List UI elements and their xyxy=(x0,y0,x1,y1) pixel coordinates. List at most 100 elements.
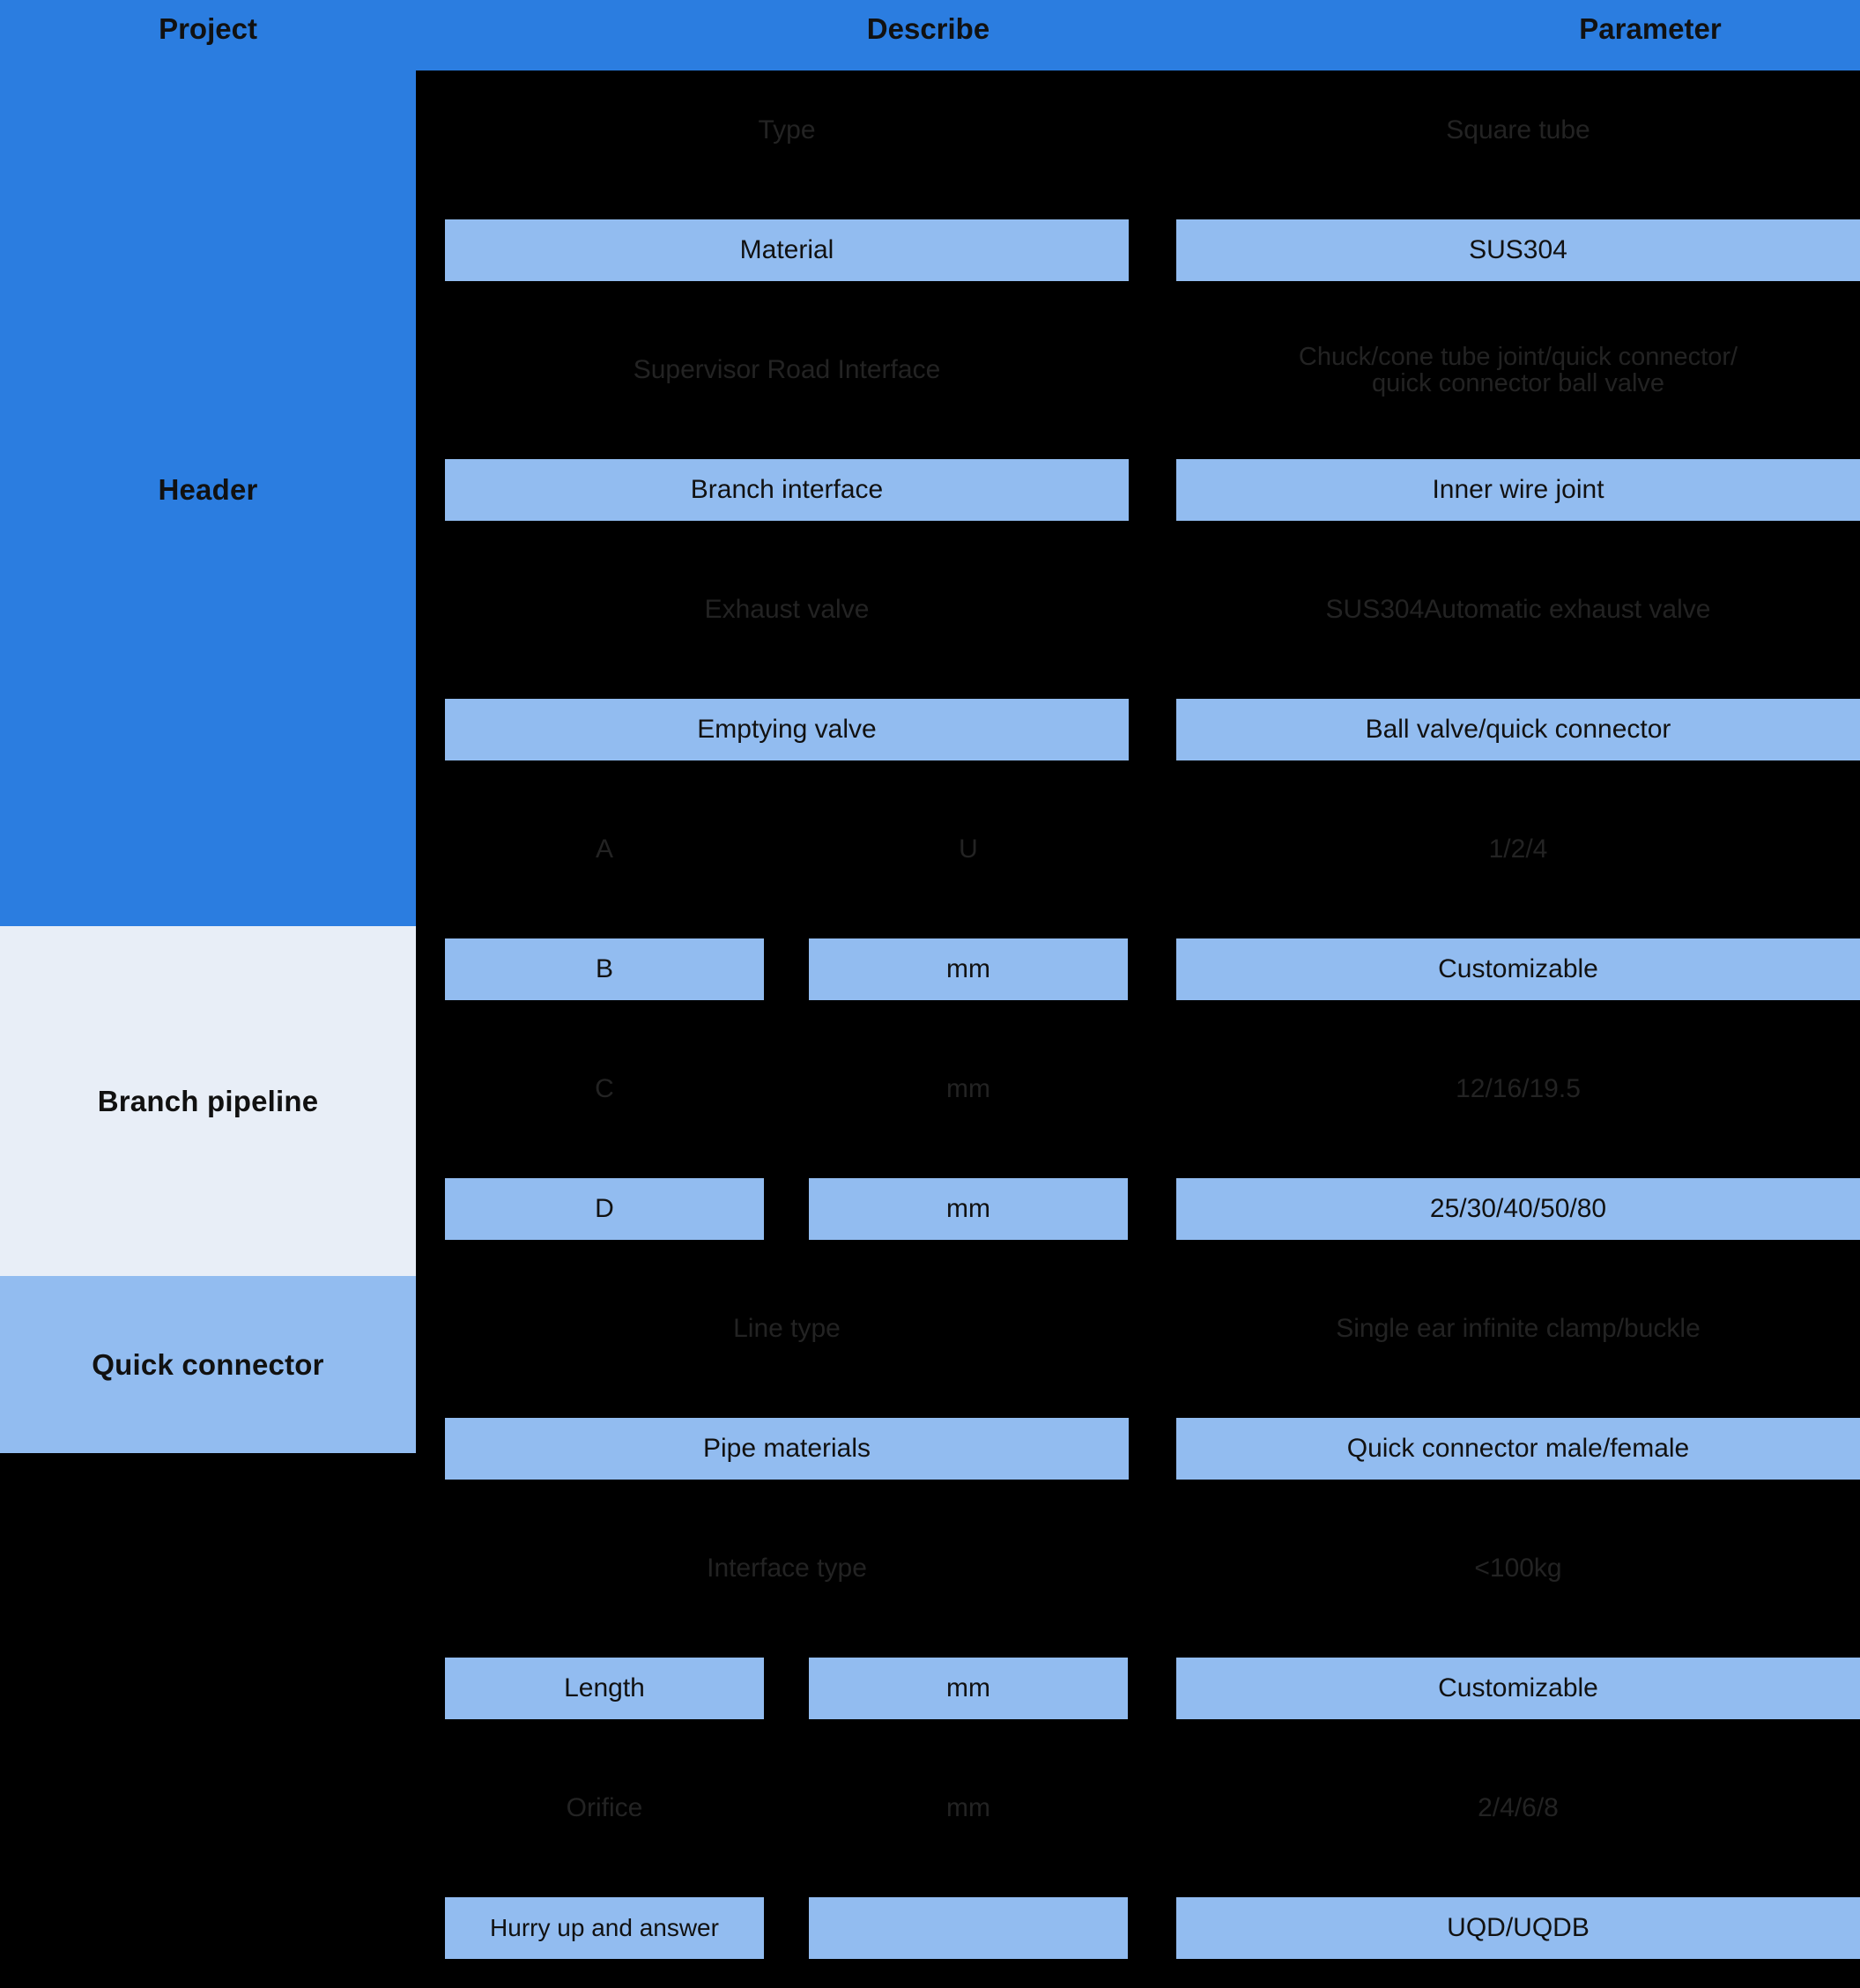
table-row[interactable]: Pipe materials Quick connector male/femal… xyxy=(416,1389,1860,1509)
table-row[interactable]: Interface type <100kg xyxy=(416,1509,1860,1628)
cell-describe: Pipe materials xyxy=(445,1418,1129,1480)
cell-text: Hurry up and answer xyxy=(490,1914,719,1942)
cell-text: Quick connector male/female xyxy=(1346,1434,1690,1464)
table-row[interactable]: Hurry up and answer UQD/UQDB xyxy=(416,1868,1860,1988)
cell-describe: C xyxy=(445,1058,764,1120)
project-column: Header Branch pipeline Quick connector xyxy=(0,0,416,1453)
cell-parameter: Inner wire joint xyxy=(1176,459,1860,521)
cell-parameter: Quick connector male/female xyxy=(1176,1418,1860,1480)
cell-parameter: Ball valve/quick connector xyxy=(1176,699,1860,760)
cell-text: mm xyxy=(946,1194,990,1224)
table-row[interactable]: Type Square tube xyxy=(416,70,1860,190)
cell-describe: Material xyxy=(445,219,1129,281)
cell-text: mm xyxy=(946,1793,990,1823)
cell-describe: Line type xyxy=(445,1298,1129,1360)
cell-describe: Supervisor Road Interface xyxy=(445,339,1129,401)
cell-describe: Length xyxy=(445,1658,764,1719)
cell-describe: mm xyxy=(809,1777,1128,1839)
cell-text: Emptying valve xyxy=(697,715,877,745)
project-section-label: Branch pipeline xyxy=(97,1084,319,1117)
cell-describe: Branch interface xyxy=(445,459,1129,521)
table-header-strip: Describe Parameter xyxy=(416,0,1860,70)
cell-text: mm xyxy=(946,1074,990,1104)
cell-text: Customizable xyxy=(1438,1673,1598,1703)
cell-text: Single ear infinite clamp/buckle xyxy=(1336,1314,1701,1344)
table-row[interactable]: Exhaust valve SUS304Automatic exhaust val… xyxy=(416,550,1860,670)
cell-describe: Exhaust valve xyxy=(445,579,1129,641)
cell-text: 2/4/6/8 xyxy=(1478,1793,1559,1823)
cell-parameter: Customizable xyxy=(1176,938,1860,1000)
cell-describe: Interface type xyxy=(445,1538,1129,1599)
project-section-label: Quick connector xyxy=(92,1347,324,1381)
table-row[interactable]: A U 1/2/4 xyxy=(416,790,1860,909)
project-section-header[interactable]: Header xyxy=(0,0,416,926)
cell-text: A xyxy=(595,835,613,864)
column-header-project-label: Project xyxy=(159,12,257,45)
cell-text: Square tube xyxy=(1446,115,1590,145)
cell-describe: mm xyxy=(809,1178,1128,1240)
cell-parameter: Square tube xyxy=(1176,100,1860,161)
cell-text: mm xyxy=(946,1673,990,1703)
cell-parameter: <100kg xyxy=(1176,1538,1860,1599)
cell-parameter: Single ear infinite clamp/buckle xyxy=(1176,1298,1860,1360)
cell-text: SUS304 xyxy=(1469,235,1567,265)
cell-describe: Type xyxy=(445,100,1129,161)
table-row[interactable]: Supervisor Road Interface Chuck/cone tube… xyxy=(416,310,1860,430)
cell-parameter: Customizable xyxy=(1176,1658,1860,1719)
cell-parameter: 25/30/40/50/80 xyxy=(1176,1178,1860,1240)
cell-text: Customizable xyxy=(1438,954,1598,984)
cell-text: Ball valve/quick connector xyxy=(1365,715,1671,745)
cell-describe: Orifice xyxy=(445,1777,764,1839)
cell-describe: A xyxy=(445,819,764,880)
table-row[interactable]: Line type Single ear infinite clamp/buckl… xyxy=(416,1269,1860,1389)
cell-describe: Hurry up and answer xyxy=(445,1897,764,1959)
table-row[interactable]: Branch interface Inner wire joint xyxy=(416,430,1860,550)
cell-text: Length xyxy=(564,1673,645,1703)
cell-parameter: SUS304Automatic exhaust valve xyxy=(1176,579,1860,641)
column-header-describe: Describe xyxy=(416,12,1441,46)
cell-describe: mm xyxy=(809,1658,1128,1719)
cell-text: Branch interface xyxy=(690,475,884,505)
project-section-label: Header xyxy=(158,473,258,506)
cell-parameter: Chuck/cone tube joint/quick connector/ q… xyxy=(1176,339,1860,401)
table-row[interactable]: Orifice mm 2/4/6/8 xyxy=(416,1748,1860,1868)
cell-describe: B xyxy=(445,938,764,1000)
cell-describe xyxy=(809,1897,1128,1959)
column-header-describe-label: Describe xyxy=(866,12,990,45)
cell-describe: mm xyxy=(809,938,1128,1000)
cell-parameter: 1/2/4 xyxy=(1176,819,1860,880)
cell-text: Chuck/cone tube joint/quick connector/ q… xyxy=(1298,342,1738,397)
cell-text: C xyxy=(595,1074,614,1104)
cell-text: UQD/UQDB xyxy=(1447,1913,1590,1943)
cell-parameter: 2/4/6/8 xyxy=(1176,1777,1860,1839)
project-section-branch-pipeline[interactable]: Branch pipeline xyxy=(0,926,416,1276)
cell-text: Material xyxy=(739,235,834,265)
cell-parameter: 12/16/19.5 xyxy=(1176,1058,1860,1120)
table-row[interactable]: Length mm Customizable xyxy=(416,1628,1860,1748)
table-row[interactable]: Emptying valve Ball valve/quick connector xyxy=(416,670,1860,790)
column-header-parameter: Parameter xyxy=(1441,12,1860,46)
cell-text: D xyxy=(595,1194,614,1224)
cell-text: Exhaust valve xyxy=(704,595,870,625)
column-header-parameter-label: Parameter xyxy=(1579,12,1722,45)
cell-parameter: UQD/UQDB xyxy=(1176,1897,1860,1959)
cell-text: B xyxy=(595,954,613,984)
project-section-quick-connector[interactable]: Quick connector xyxy=(0,1276,416,1453)
cell-text: 12/16/19.5 xyxy=(1456,1074,1581,1104)
cell-describe: U xyxy=(809,819,1128,880)
table-row[interactable]: Material SUS304 xyxy=(416,190,1860,310)
cell-text: Orifice xyxy=(566,1793,643,1823)
cell-text: mm xyxy=(946,954,990,984)
cell-text: Line type xyxy=(733,1314,841,1344)
cell-text: <100kg xyxy=(1474,1554,1562,1584)
cell-text: U xyxy=(959,835,978,864)
cell-text: 25/30/40/50/80 xyxy=(1429,1194,1607,1224)
cell-describe: D xyxy=(445,1178,764,1240)
cell-text: Supervisor Road Interface xyxy=(633,355,941,385)
cell-text: Pipe materials xyxy=(702,1434,871,1464)
cell-describe: mm xyxy=(809,1058,1128,1120)
